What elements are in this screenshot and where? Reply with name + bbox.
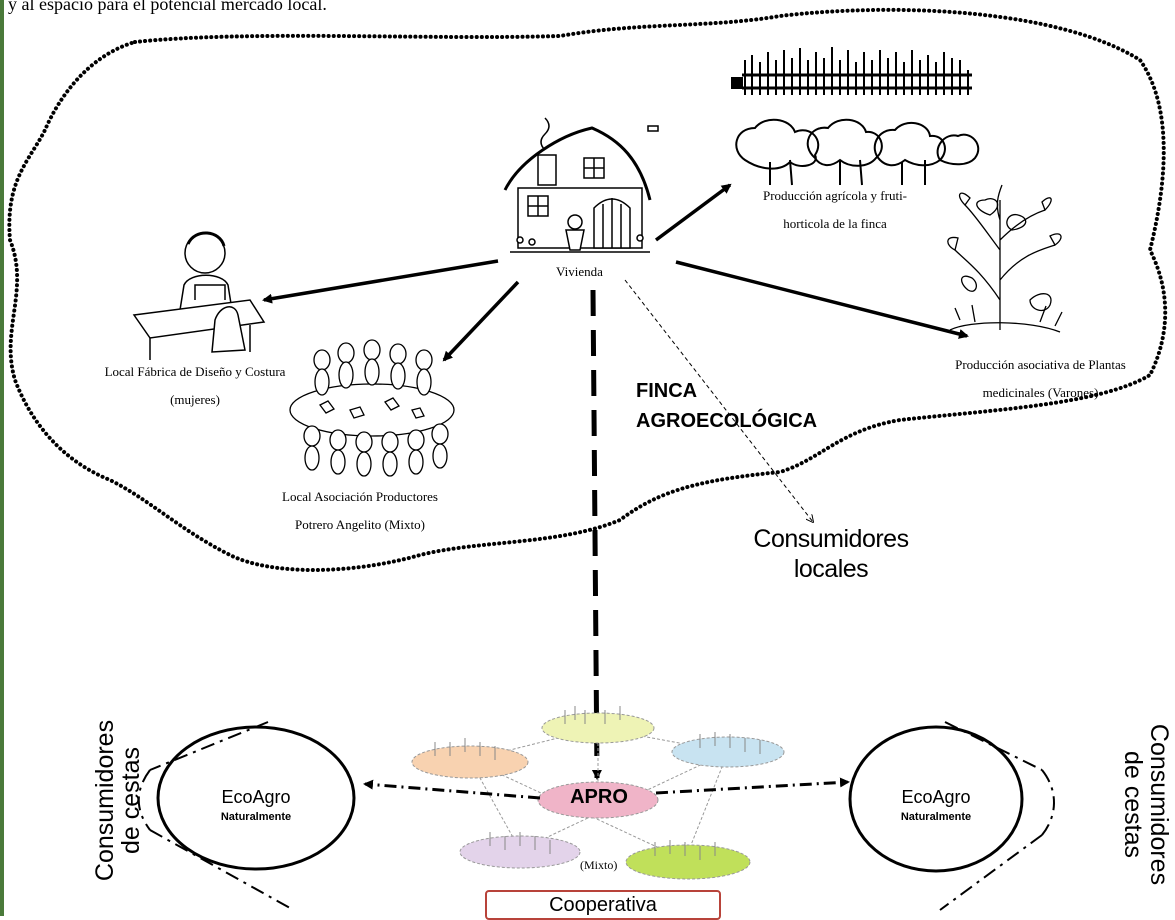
arrow-apro-to-ecoagro-right [655, 777, 850, 795]
arrow-vivienda-to-apro [590, 289, 602, 780]
fabrica-label: Local Fábrica de Diseño y Costura (mujer… [104, 364, 286, 407]
plantas-medicinales-label: Producción asociativa de Plantas medicin… [955, 357, 1126, 400]
finca-boundary [7, 7, 1168, 572]
consumidores-locales-label: Consumidores locales [753, 525, 909, 583]
arrow-to-fabrica [262, 259, 499, 304]
produccion-agricola-label: Producción agrícola y fruti- horticola d… [762, 188, 908, 231]
vivienda-label: Vivienda [556, 264, 603, 279]
ecoagro-right-name: EcoAgro [901, 787, 971, 807]
seamstress-illustration [132, 231, 266, 360]
page-left-border [0, 0, 4, 916]
arrow-apro-to-ecoagro-left [363, 779, 541, 800]
meeting-illustration [289, 339, 455, 477]
arrow-to-consumidores-locales [624, 279, 813, 522]
top-text-fragment: y al espacio para el potencial mercado l… [8, 0, 327, 14]
house-illustration [498, 117, 659, 258]
arrow-to-plantas-medicinales [675, 260, 969, 339]
asociacion-label: Local Asociación Productores Potrero Ang… [282, 489, 438, 532]
finca-agroecologica-title: FINCA AGROECOLÓGICA [636, 380, 818, 432]
ecoagro-right-sub: Naturalmente [900, 811, 972, 823]
apro-mixto-label: (Mixto) [580, 858, 618, 872]
consumidores-cestas-left-label: Consumidores de cestas [91, 719, 145, 882]
consumer-bracket-left [137, 721, 291, 909]
arrow-to-produccion-agricola [654, 183, 732, 242]
network-people-icons [434, 706, 761, 860]
ecoagro-left: EcoAgro Naturalmente [196, 787, 316, 823]
consumidores-cestas-right-label: Consumidores de cestas [1119, 723, 1173, 886]
ecoagro-left-sub: Naturalmente [220, 811, 292, 823]
medicinal-plant-illustration [947, 184, 1063, 333]
trees-illustration [731, 47, 980, 186]
ecoagro-left-name: EcoAgro [221, 787, 291, 807]
ecoagro-right-ellipse [848, 725, 1024, 873]
arrow-to-asociacion [442, 280, 520, 362]
consumer-bracket-right [939, 721, 1055, 911]
ecoagro-right: EcoAgro Naturalmente [876, 787, 996, 823]
apro-label: APRO [570, 786, 628, 808]
cooperativa-box: Cooperativa [485, 890, 721, 920]
